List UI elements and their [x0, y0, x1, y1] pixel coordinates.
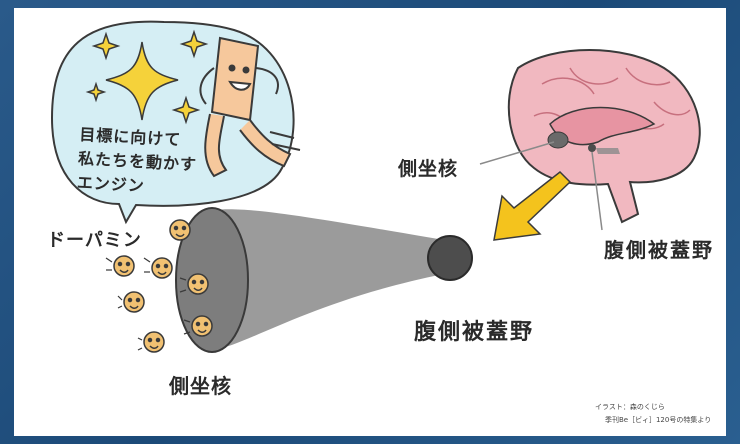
label-nucleus-accumbens-brain: 側坐核 [398, 158, 459, 180]
label-dopamine: ドーパミン [47, 230, 142, 251]
dopamine-face-icon [123, 291, 145, 313]
dopamine-face-icon [187, 273, 209, 295]
label-nucleus-accumbens-bottom: 側坐核 [169, 374, 232, 398]
arrow-icon [493, 171, 572, 241]
dopamine-face-icon [113, 255, 135, 277]
dopamine-molecules [113, 219, 213, 353]
running-character [199, 36, 301, 178]
illustration-credit: イラスト：森のくじら [595, 403, 665, 411]
illustration-canvas: 目標に向けて 私たちを動かす エンジン ドーパミン 側坐核 腹側被蓋野 腹側被蓋… [14, 8, 726, 436]
label-vta-brain: 腹側被蓋野 [604, 238, 714, 262]
sparkle-icon [85, 29, 209, 125]
projection-cone [175, 207, 444, 353]
source-credit: 季刊Be［ビィ］120号の特集より [605, 416, 712, 424]
dopamine-face-icon [169, 219, 191, 241]
bubble-caption: 目標に向けて 私たちを動かす エンジン [76, 124, 198, 196]
leader-lines [479, 141, 603, 231]
motion-marks [105, 257, 191, 351]
dopamine-face-icon [191, 315, 213, 337]
diagram-graphics [50, 20, 701, 353]
dopamine-face-icon [143, 331, 165, 353]
dopamine-face-icon [151, 257, 173, 279]
label-vta-center: 腹側被蓋野 [414, 320, 535, 345]
vta-ball [427, 235, 473, 281]
